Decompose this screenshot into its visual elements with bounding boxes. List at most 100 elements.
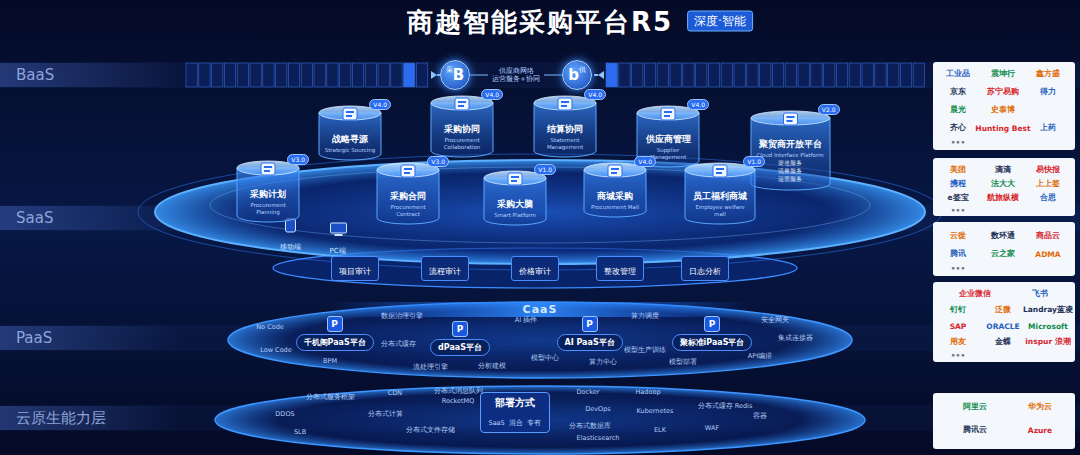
node-text: 流程审计: [429, 267, 461, 276]
partner-logo: 云徙: [950, 231, 966, 241]
capability-label: 分布式文件存储: [406, 426, 455, 435]
module-icon: [511, 180, 517, 182]
audit-pill: 价格审计: [511, 256, 559, 281]
deploy-box: 部署方式SaaS混合专有: [480, 392, 550, 433]
deploy-option: 混合: [509, 419, 523, 428]
node-text: 整改管理: [604, 267, 636, 276]
partner-logo: 美团: [950, 165, 966, 175]
module-name: 员工福利商城: [693, 191, 747, 203]
module-cylinder: V2.0聚贸商开放平台Cloud Interface Platform渠道服务流…: [751, 110, 830, 189]
partner-logo: 工业品: [946, 69, 970, 79]
partner-logo: 携程: [950, 179, 966, 189]
partner-logo: 钉钉: [950, 305, 966, 315]
audit-pill: 流程审计: [421, 256, 469, 281]
decor-shape: [696, 63, 707, 87]
module-subtitle: Statement Management: [538, 137, 592, 151]
capability-label: 模型中心: [531, 354, 559, 363]
partner-logo: ORACLE: [986, 322, 1019, 331]
module-icon: [713, 165, 727, 177]
capability-label: Low Code: [260, 346, 292, 354]
decor-shape: [416, 63, 427, 87]
partner-logo: 腾讯: [950, 249, 966, 259]
partner-logo: 飞书: [1032, 289, 1048, 299]
partner-logo: 上药: [1040, 123, 1056, 133]
decor-shape: [276, 63, 287, 87]
capability-label: Kubernetes: [637, 407, 674, 415]
decor-shape: [683, 63, 694, 87]
module-icon: [511, 176, 519, 178]
partner-logo: 史泰博: [991, 105, 1015, 115]
partner-logo: 易快报: [1036, 165, 1060, 175]
module-cylinder: V4.0采购协同Procurement Collaboration: [431, 95, 493, 157]
capability-label: CDN: [388, 389, 402, 397]
partner-logo: •••: [951, 351, 965, 360]
cylinder-body: [637, 113, 699, 167]
layer-band: BaaS: [0, 63, 180, 87]
feature-item: 流量服务: [755, 167, 826, 175]
module-icon: [264, 170, 270, 172]
node-text: 日志分析: [689, 267, 721, 276]
module-name: 采购协同: [444, 124, 480, 136]
partner-logo: 齐心: [950, 123, 966, 133]
module-name: 采购计划: [250, 189, 286, 201]
module-cylinder: V4.0商城采购Procurement Mall: [584, 162, 646, 217]
platform-name: dPaaS平台: [430, 339, 490, 356]
module-icon: [611, 172, 617, 174]
monitor-icon: [330, 223, 346, 233]
decor-shape: [0, 62, 1080, 88]
version-badge: V4.0: [584, 89, 606, 100]
module-subtitle: Employee welfare mall: [689, 204, 751, 218]
module-subtitle: Strategic Sourcing: [323, 147, 377, 154]
decor-shape: [340, 63, 351, 87]
capability-label: BPM: [323, 357, 337, 365]
audit-pill: 整改管理: [596, 256, 644, 281]
decor-shape: [933, 282, 1075, 362]
capability-label: WAF: [705, 424, 719, 432]
partner-logo: inspur 浪潮: [1025, 337, 1070, 347]
partner-logo: Azure: [1028, 426, 1052, 435]
capability-label: 分布式缓存 Redis: [698, 402, 753, 411]
partner-logo: 用友: [950, 337, 966, 347]
role-mark: B: [453, 68, 464, 83]
partner-logo: 云之家: [991, 249, 1015, 259]
module-name: 结算协同: [547, 124, 583, 136]
decor-shape: [836, 63, 847, 87]
module-subtitle: Procurement Planning: [241, 202, 295, 216]
partner-logo: 金蝶: [995, 337, 1011, 347]
module-icon: [561, 105, 567, 107]
module-name: 供应商管理: [646, 134, 691, 146]
layer-name: SaaS: [16, 209, 53, 227]
decor-shape: [288, 63, 299, 87]
version-badge: V1.0: [743, 156, 765, 167]
module-name: 商城采购: [597, 191, 633, 203]
capability-label: ELK: [654, 426, 666, 434]
module-icon: [404, 172, 410, 174]
paas-platform: P聚标准iPaaS平台: [672, 316, 753, 351]
decor-shape: [708, 63, 719, 87]
version-badge: V4.0: [481, 89, 503, 100]
decor-shape: [824, 63, 835, 87]
module-icon: [716, 168, 724, 170]
module-icon: [783, 113, 797, 125]
decor-shape: [632, 63, 643, 87]
deploy-option: SaaS: [489, 419, 505, 427]
capability-label: RocketMQ: [442, 397, 475, 405]
decor-shape: [237, 63, 248, 87]
version-badge: V3.0: [427, 156, 449, 167]
capability-label: DDOS: [275, 410, 294, 418]
decor-shape: [224, 63, 235, 87]
partner-logo: 华为云: [1028, 402, 1052, 412]
partner-logo: Microsoft: [1028, 322, 1068, 331]
decor-shape: [431, 71, 437, 79]
module-subtitle: Procurement Mall: [588, 204, 642, 211]
cylinder-body: [377, 170, 439, 224]
partner-logo: 苏宁易购: [987, 87, 1019, 97]
capability-label: 分析建模: [478, 362, 506, 371]
version-badge: V4.0: [369, 99, 391, 110]
partner-logo: 京东: [950, 87, 966, 97]
decor-shape: [215, 386, 865, 454]
decor-shape: [327, 63, 338, 87]
decor-shape: [747, 63, 758, 87]
